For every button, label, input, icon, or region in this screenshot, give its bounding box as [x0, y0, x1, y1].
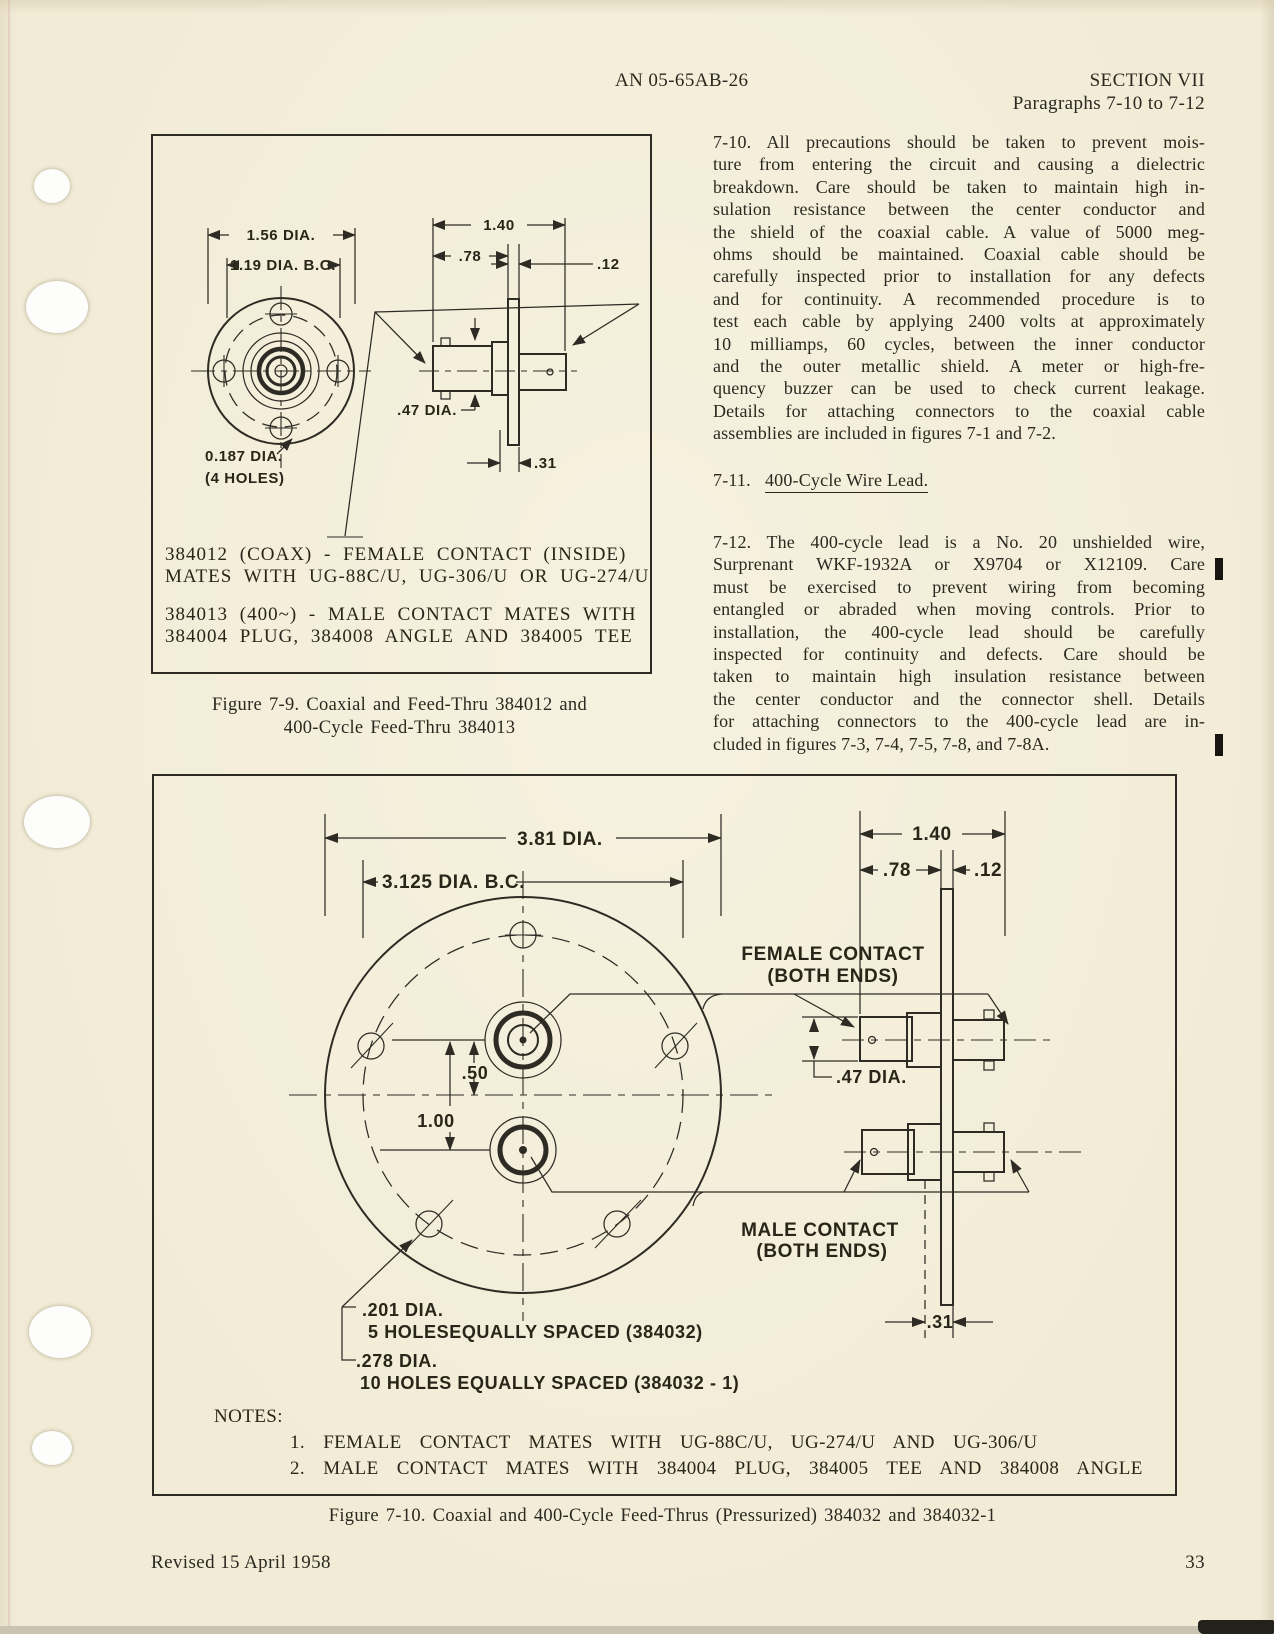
text-line: test each cable by applying 2400 volts a… [713, 311, 1205, 332]
fig9-front-view [191, 286, 371, 468]
fig9-part-text: 384012 (COAX) - FEMALE CONTACT (INSIDE) … [165, 544, 649, 647]
fig10-leaders: FEMALE CONTACT (BOTH ENDS) MALE CONTACT … [529, 944, 1030, 1262]
text-line: Surprenant WKF-1932A or X9704 or X12109.… [713, 554, 1205, 575]
heading-7-11: 7-11. 400-Cycle Wire Lead. [713, 470, 929, 493]
figure-7-9-caption-line2: 400-Cycle Feed-Thru 384013 [283, 718, 516, 738]
dim-50: .50 [462, 1063, 489, 1083]
dim-31: .31 [927, 1312, 954, 1332]
footer-page-number: 33 [1185, 1552, 1205, 1573]
text-line: taken to maintain high insulation resist… [713, 666, 1205, 687]
binder-hole [24, 796, 90, 848]
text-line: breakdown. Care should be taken to maint… [713, 176, 1205, 197]
fig9-side-view [419, 298, 577, 446]
fig9-front-dimensions: 1.56 DIA. 1.19 DIA. B.C. 0.187 DIA. (4 H… [205, 227, 356, 487]
dim-47-dia: .47 DIA. [397, 402, 457, 419]
figure-7-9-box: 1.56 DIA. 1.19 DIA. B.C. 0.187 DIA. (4 H… [151, 134, 652, 674]
text-line: quency buzzer can be used to check curre… [713, 378, 1205, 399]
dim-1-56-dia: 1.56 DIA. [247, 227, 316, 244]
text-line: and the outer metallic shield. A meter o… [713, 356, 1205, 377]
figure-7-10-drawing: 3.81 DIA. 3.125 DIA. B.C. .50 1.00 .201 … [214, 811, 1143, 1479]
notes-title: NOTES: [214, 1406, 283, 1427]
text-line: 7-12. The 400-cycle lead is a No. 20 uns… [713, 532, 1205, 552]
label-male-both-ends: (BOTH ENDS) [756, 1241, 887, 1262]
binder-hole [32, 1431, 72, 1465]
text-line: must be exercised to prevent wiring from… [713, 576, 1205, 597]
text-line: 10 milliamps, 60 cycles, between the inn… [713, 333, 1205, 354]
fig10-flange-dimensions: 3.81 DIA. 3.125 DIA. B.C. .50 1.00 .201 … [324, 814, 739, 1393]
fig10-cross-section [842, 888, 1081, 1306]
figure-7-9-drawing: 1.56 DIA. 1.19 DIA. B.C. 0.187 DIA. (4 H… [165, 217, 649, 647]
text-line: for attaching connectors to the 400-cycl… [713, 711, 1205, 732]
footer-revision: Revised 15 April 1958 [151, 1552, 331, 1573]
change-bar [1215, 734, 1223, 756]
text-line: entangled or abraded when moving control… [713, 599, 1205, 620]
text-line: the shield of the coaxial cable. A value… [713, 221, 1205, 242]
note-2: 2. MALE CONTACT MATES WITH 384004 PLUG, … [290, 1458, 1143, 1479]
text-line: installation, the 400-cycle lead should … [713, 621, 1205, 642]
part-text-line: 384004 PLUG, 384008 ANGLE AND 384005 TEE [165, 626, 633, 647]
dim-1-40: 1.40 [912, 824, 951, 845]
text-line: inspected for continuity and defects. Ca… [713, 644, 1205, 665]
dim-12: .12 [974, 860, 1002, 881]
part-text-line: 384012 (COAX) - FEMALE CONTACT (INSIDE) [165, 544, 626, 565]
dim-1-00: 1.00 [417, 1111, 454, 1131]
paragraph-7-12: 7-12. The 400-cycle lead is a No. 20 uns… [713, 531, 1205, 755]
dim-0187-dia: 0.187 DIA. [205, 448, 283, 465]
figure-7-10-caption: Figure 7-10. Coaxial and 400-Cycle Feed-… [328, 1506, 997, 1526]
heading-number: 7-11. [713, 470, 751, 490]
figure-7-10-box: 3.81 DIA. 3.125 DIA. B.C. .50 1.00 .201 … [152, 774, 1177, 1496]
label-5-holes: 5 HOLESEQUALLY SPACED (384032) [368, 1322, 703, 1342]
figure-7-9-caption-line1: Figure 7-9. Coaxial and Feed-Thru 384012… [211, 695, 588, 715]
text-line: and for continuity. A recommended proced… [713, 288, 1205, 309]
text-line: the center conductor and the connector s… [713, 688, 1205, 709]
dim-12: .12 [597, 256, 620, 273]
dim-3-81-dia: 3.81 DIA. [517, 829, 603, 850]
binder-hole [26, 281, 88, 333]
text-line: ohms should be maintained. Coaxial cable… [713, 244, 1205, 265]
fig10-section-dimensions: 1.40 .78 .12 .47 DIA. .31 [802, 811, 1006, 1338]
text-line: 7-10. All precautions should be taken to… [713, 132, 1205, 152]
label-male-contact: MALE CONTACT [741, 1220, 899, 1241]
paragraph-range: Paragraphs 7-10 to 7-12 [1012, 93, 1205, 114]
dim-3-125-bc: 3.125 DIA. B.C. [382, 872, 525, 893]
dim-78: .78 [883, 860, 911, 881]
scan-smudge [1198, 1620, 1274, 1634]
fig10-notes: NOTES: 1. FEMALE CONTACT MATES WITH UG-8… [214, 1406, 1143, 1479]
fig9-side-dimensions: 1.40 .78 .12 .47 DIA. .31 [397, 217, 619, 472]
dim-78: .78 [459, 248, 482, 265]
scan-edge-strip [0, 1626, 1274, 1634]
dim-31: .31 [534, 455, 557, 472]
change-bar [1215, 558, 1223, 580]
dim-201-dia: .201 DIA. [362, 1300, 443, 1320]
heading-title: 400-Cycle Wire Lead. [764, 470, 929, 493]
doc-number: AN 05-65AB-26 [615, 70, 749, 91]
dim-47-dia: .47 DIA. [836, 1067, 907, 1087]
section-title: SECTION VII [1089, 70, 1205, 91]
dim-1-19-bc: 1.19 DIA. B.C. [230, 257, 336, 274]
part-text-line: 384013 (400~) - MALE CONTACT MATES WITH [165, 604, 636, 625]
text-line: ture from entering the circuit and causi… [713, 154, 1205, 175]
text-line: cluded in figures 7-3, 7-4, 7-5, 7-8, an… [713, 733, 1050, 754]
label-10-holes: 10 HOLES EQUALLY SPACED (384032 - 1) [360, 1373, 739, 1393]
binder-hole [29, 1306, 91, 1358]
text-line: assemblies are included in figures 7-1 a… [713, 423, 1056, 444]
text-line: sulation resistance between the center c… [713, 199, 1205, 220]
label-female-contact: FEMALE CONTACT [741, 944, 924, 965]
paper-crease-line [8, 0, 10, 1634]
text-line: carefully inspected prior to installatio… [713, 266, 1205, 287]
paragraph-7-10: 7-10. All precautions should be taken to… [713, 131, 1205, 445]
fig10-flange-face [289, 871, 779, 1321]
fig9-leader-lines [327, 303, 640, 538]
dim-4-holes: (4 HOLES) [205, 470, 285, 487]
binder-hole [34, 169, 70, 203]
part-text-line: MATES WITH UG-88C/U, UG-306/U OR UG-274/… [165, 566, 649, 587]
text-line: Details for attaching connectors to the … [713, 400, 1205, 421]
dim-1-40: 1.40 [483, 217, 515, 234]
label-female-both-ends: (BOTH ENDS) [767, 966, 898, 987]
note-1: 1. FEMALE CONTACT MATES WITH UG-88C/U, U… [290, 1432, 1038, 1453]
dim-278-dia: .278 DIA. [356, 1351, 437, 1371]
